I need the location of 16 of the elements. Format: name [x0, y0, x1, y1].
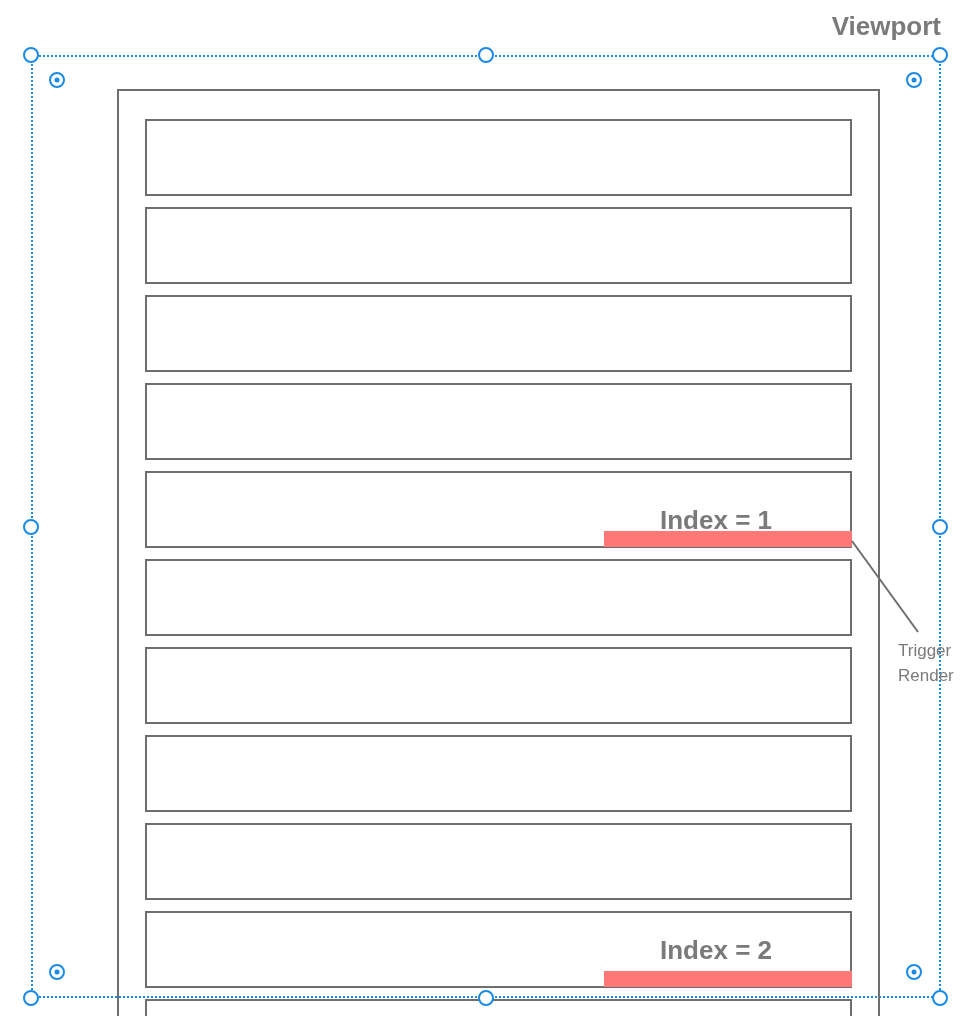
list-row — [145, 823, 852, 900]
list-row — [145, 911, 852, 988]
leader-line — [851, 540, 919, 633]
list-row — [145, 647, 852, 724]
list-row — [145, 207, 852, 284]
list-row — [145, 999, 852, 1016]
index-label: Index = 2 — [660, 935, 772, 966]
list-row — [145, 471, 852, 548]
list-row — [145, 559, 852, 636]
list-row — [145, 119, 852, 196]
list-row — [145, 295, 852, 372]
note-text: Trigger Render — [898, 640, 955, 687]
index-label: Index = 1 — [660, 505, 772, 536]
viewport-label: Viewport — [831, 11, 941, 42]
list-row — [145, 383, 852, 460]
list-row — [145, 735, 852, 812]
